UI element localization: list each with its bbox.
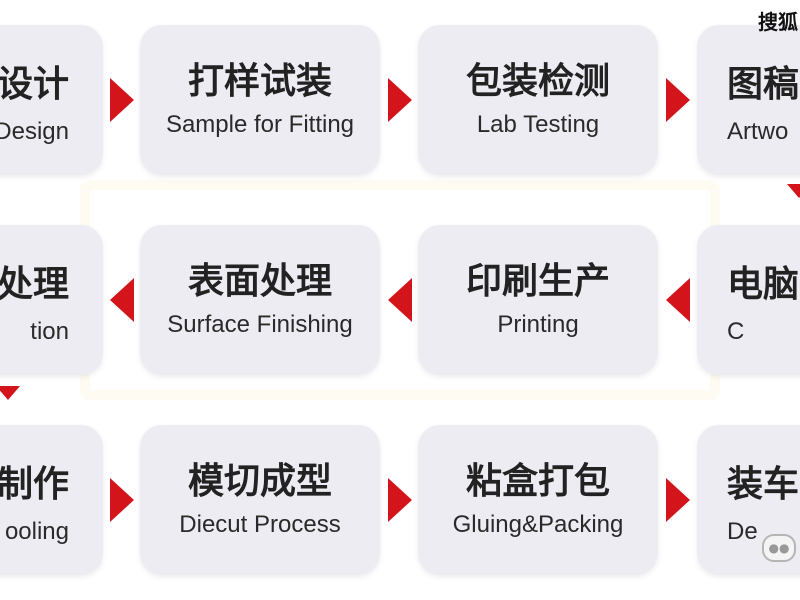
step-surface-en: Surface Finishing (167, 311, 353, 338)
step-diecut-zh: 模切成型 (187, 461, 332, 502)
arrow-left-icon (666, 278, 690, 322)
arrow-right-icon (388, 78, 412, 122)
arrow-right-icon (110, 78, 134, 122)
arrow-right-icon (388, 478, 412, 522)
wechat-icon: ●● (762, 534, 796, 562)
step-artwork: 图稿 Artwo (697, 25, 800, 175)
step-gluing-en: Gluing&Packing (452, 511, 624, 538)
step-sample-for-fitting: 打样试装 Sample for Fitting (140, 25, 380, 175)
step-tooling-en: ooling (4, 518, 69, 545)
arrow-down-icon (787, 184, 800, 198)
step-computer-en: C (727, 318, 745, 345)
step-computer-zh: 电脑 (727, 264, 800, 305)
step-lab-testing: 包装检测 Lab Testing (418, 25, 658, 175)
step-sample-en: Sample for Fitting (165, 111, 355, 138)
arrow-left-icon (388, 278, 412, 322)
step-gluing-zh: 粘盒打包 (465, 461, 610, 502)
step-design-zh: 设计 (0, 64, 69, 105)
step-lab-en: Lab Testing (476, 111, 600, 138)
step-diecut-process: 模切成型 Diecut Process (140, 425, 380, 575)
step-processing: 处理 tion (0, 225, 103, 375)
step-delivery-zh: 装车 (727, 464, 800, 505)
arrow-right-icon (110, 478, 134, 522)
step-printing: 印刷生产 Printing (418, 225, 658, 375)
step-tooling: 制作 ooling (0, 425, 103, 575)
step-surface-finishing: 表面处理 Surface Finishing (140, 225, 380, 375)
step-computer: 电脑 C (697, 225, 800, 375)
step-delivery-en: De (727, 518, 758, 545)
arrow-left-icon (110, 278, 134, 322)
step-artwork-en: Artwo (727, 118, 789, 145)
step-artwork-zh: 图稿 (727, 64, 800, 105)
step-design-en: Design (0, 118, 69, 145)
arrow-down-icon (0, 386, 20, 400)
arrow-right-icon (666, 478, 690, 522)
step-printing-en: Printing (497, 311, 579, 338)
step-tooling-zh: 制作 (0, 464, 69, 505)
step-sample-zh: 打样试装 (187, 61, 332, 102)
step-gluing-packing: 粘盒打包 Gluing&Packing (418, 425, 658, 575)
step-processing-zh: 处理 (0, 264, 69, 305)
step-processing-en: tion (30, 318, 69, 345)
arrow-right-icon (666, 78, 690, 122)
source-watermark: 搜狐 (758, 10, 798, 34)
step-lab-zh: 包装检测 (465, 61, 610, 102)
step-diecut-en: Diecut Process (179, 511, 341, 538)
step-design: 设计 Design (0, 25, 103, 175)
step-surface-zh: 表面处理 (187, 261, 332, 302)
step-printing-zh: 印刷生产 (465, 261, 610, 302)
